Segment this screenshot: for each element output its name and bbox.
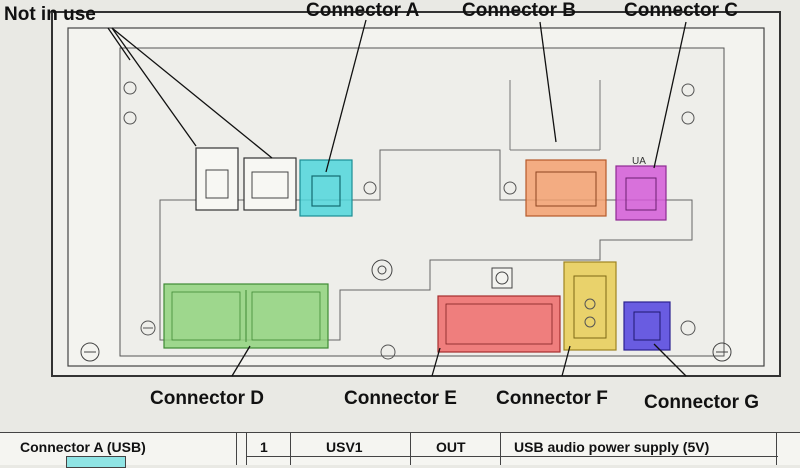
label-connector-g: Connector G xyxy=(644,392,759,413)
pinout-table: Connector A (USB) 1 USV1 OUT USB audio p… xyxy=(0,432,800,468)
wiring-diagram: UA Not xyxy=(4,0,781,413)
connector-d-block xyxy=(163,283,329,349)
pin-number: 1 xyxy=(260,439,268,455)
connector-b-block xyxy=(503,159,607,217)
label-not-in-use: Not in use xyxy=(4,4,96,25)
label-connector-c: Connector C xyxy=(624,0,738,21)
ground-terminal-icon xyxy=(491,267,513,289)
label-connector-f: Connector F xyxy=(496,388,608,409)
table-header: Connector A (USB) xyxy=(20,439,146,455)
connector-f-block xyxy=(563,261,617,351)
connector-a-block xyxy=(299,159,377,217)
connector-a-swatch xyxy=(66,456,126,468)
label-connector-d: Connector D xyxy=(150,388,264,409)
unused-connector-medium xyxy=(243,157,297,211)
screw-icon xyxy=(712,342,732,362)
label-connector-a: Connector A xyxy=(306,0,420,21)
connector-e-block xyxy=(437,267,561,353)
screw-icon xyxy=(681,111,695,125)
label-connector-b: Connector B xyxy=(462,0,576,21)
unused-connector-small xyxy=(195,147,239,211)
screw-icon xyxy=(380,344,396,360)
screw-icon xyxy=(680,320,696,336)
pin-direction: OUT xyxy=(436,439,466,455)
plate-outline xyxy=(159,149,693,341)
connector-g-block xyxy=(623,301,671,351)
screw-icon xyxy=(123,81,137,95)
pin-description: USB audio power supply (5V) xyxy=(514,439,710,455)
screw-icon xyxy=(123,111,137,125)
connector-c-block: UA xyxy=(615,156,667,221)
screw-icon xyxy=(681,83,695,97)
screw-icon xyxy=(371,259,393,281)
ua-mark: UA xyxy=(632,156,646,167)
screw-icon xyxy=(140,320,156,336)
plate-outline xyxy=(509,80,601,151)
leader-lines xyxy=(107,19,687,377)
pin-signal: USV1 xyxy=(326,439,363,455)
label-connector-e: Connector E xyxy=(344,388,457,409)
screw-icon xyxy=(80,342,100,362)
